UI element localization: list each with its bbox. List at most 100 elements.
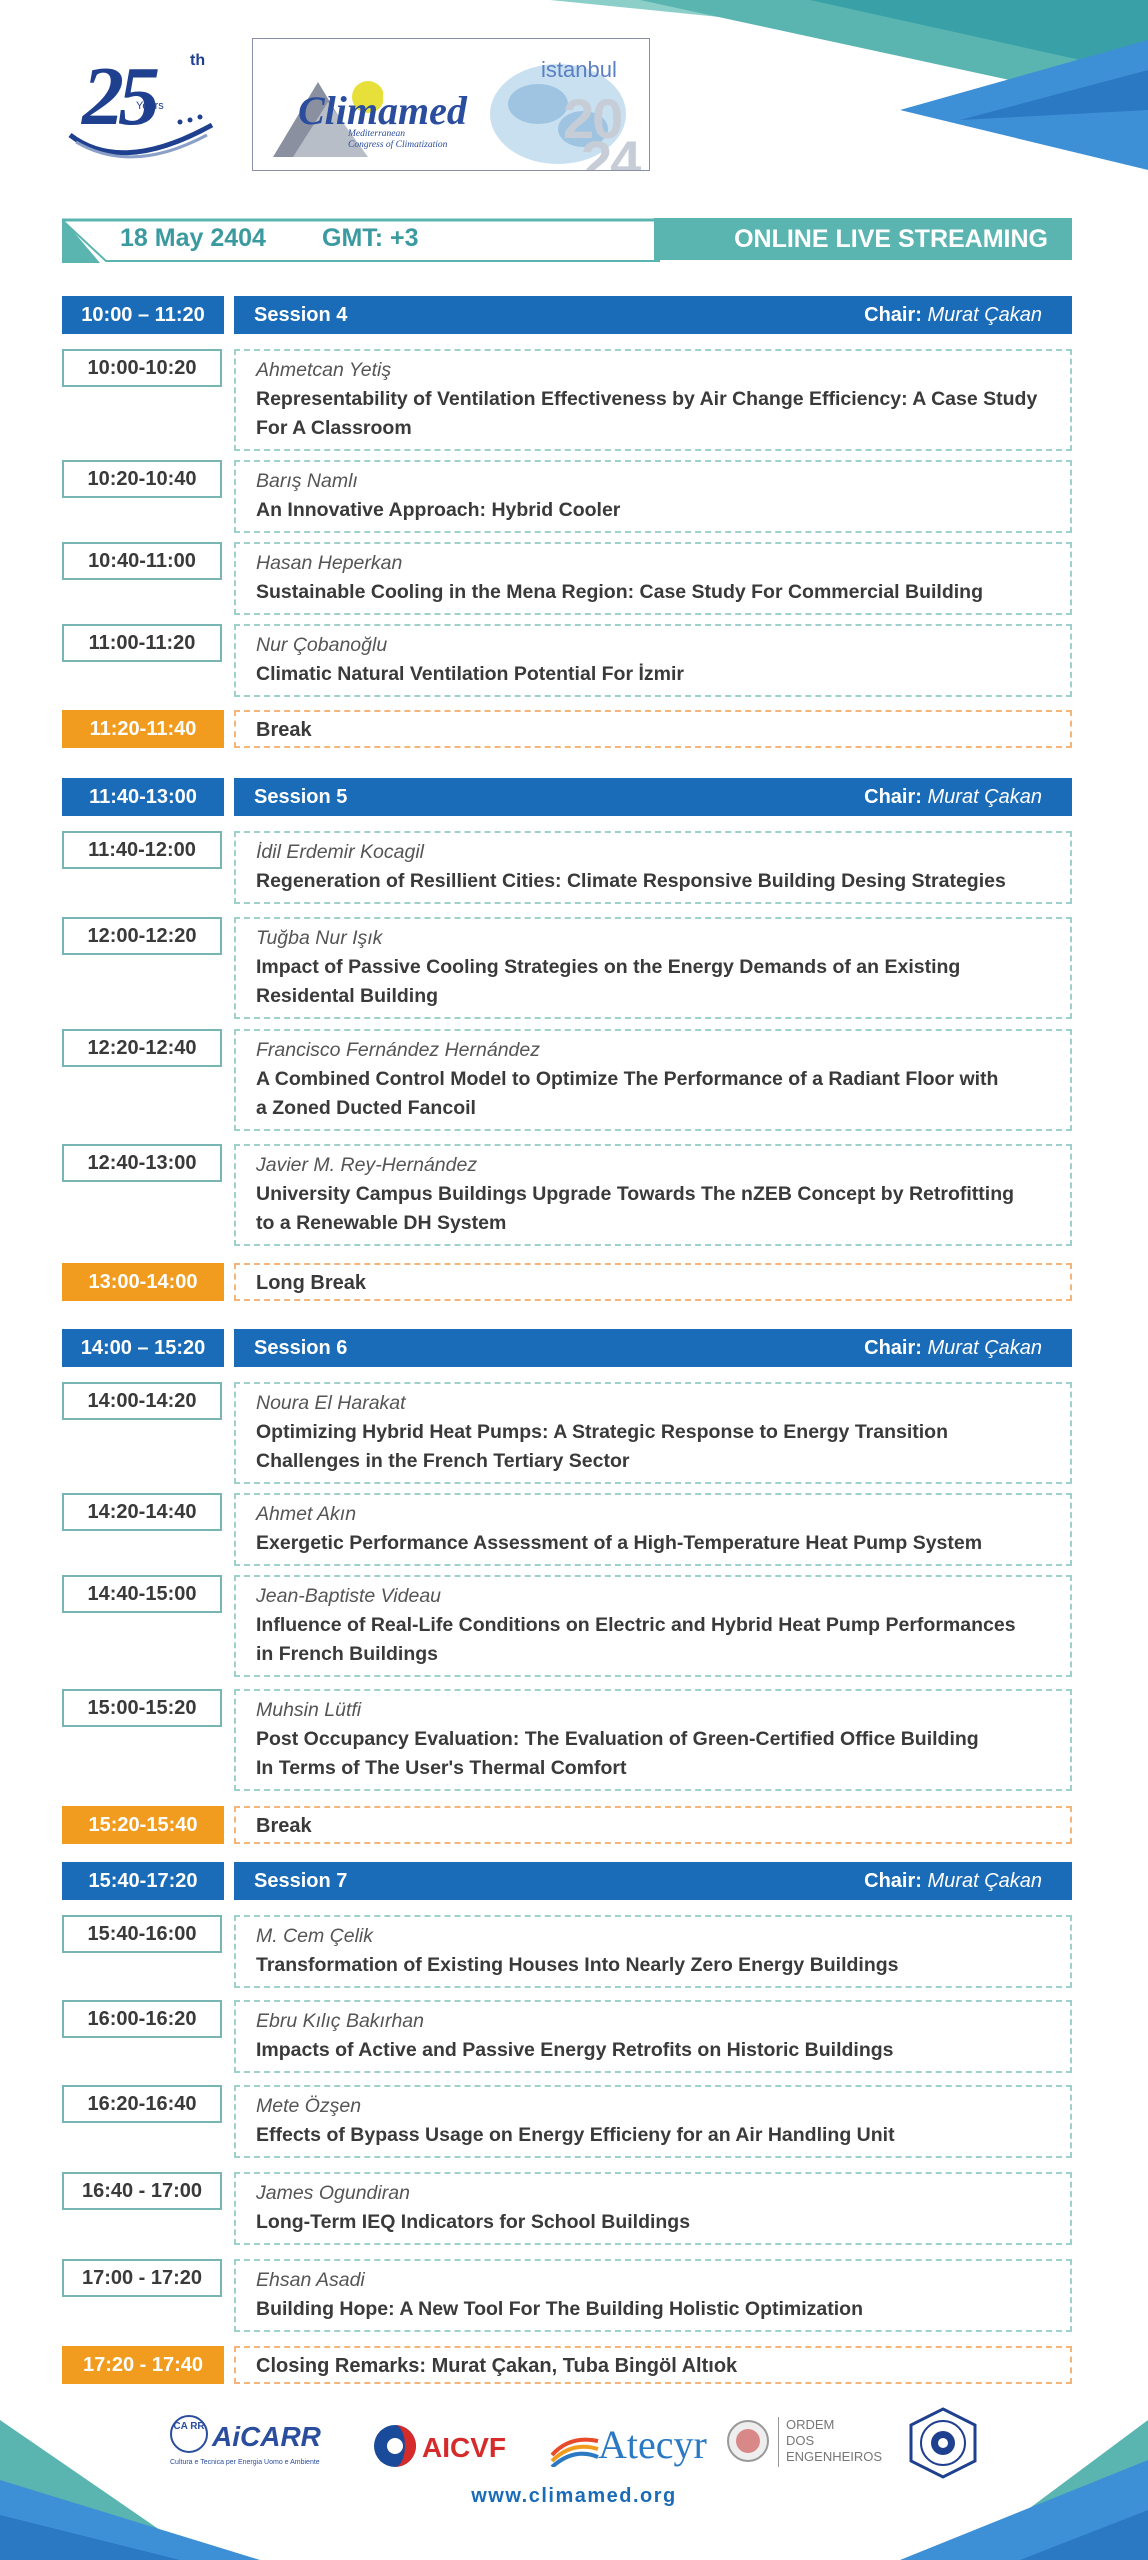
atecyr-logo: Atecyr (550, 2417, 710, 2473)
session-time: 10:00 – 11:20 (62, 296, 224, 334)
talk-author: İdil Erdemir Kocagil (256, 841, 424, 863)
anniversary-swoosh-icon (68, 114, 214, 159)
talk-time: 12:00-12:20 (62, 917, 222, 955)
talk-title: Exergetic Performance Assessment of a Hi… (256, 1532, 983, 1554)
society-emblem-icon (909, 2407, 977, 2479)
aicvf-logo: AICVF (372, 2423, 522, 2473)
break-label: Break (234, 710, 1072, 748)
bottom-left-decoration (0, 2420, 260, 2560)
ordem-engenheiros-logo: ORDEM DOS ENGENHEIROS (726, 2413, 886, 2473)
timezone: GMT: +3 (322, 224, 419, 252)
session-header-row: 14:00 – 15:20 Session 6 Chair: Murat Çak… (62, 1329, 1072, 1367)
closing-row: 17:20 - 17:40 Closing Remarks: Murat Çak… (62, 2346, 1072, 2384)
aicarr-tagline: Cultura e Tecnica per Energia Uomo e Amb… (170, 2459, 320, 2466)
brand-subtitle-line-2: Congress of Climatization (348, 140, 448, 150)
talk-time: 12:40-13:00 (62, 1144, 222, 1182)
anniversary-logo: 25 th Years (62, 40, 222, 165)
talk-author: Muhsin Lütfi (256, 1699, 362, 1721)
talk-title-continued: to a Renewable DH System (256, 1212, 507, 1234)
ordem-line-1: ORDEM (786, 2417, 835, 2432)
ordem-line-2: DOS (786, 2433, 815, 2448)
top-right-decoration (550, 0, 1148, 170)
aicarr-name: AiCARR (212, 2421, 321, 2452)
globe-map-icon (490, 64, 626, 164)
talk-box: Nur Çobanoğlu Climatic Natural Ventilati… (234, 624, 1072, 697)
chair-label: Chair: (864, 304, 922, 326)
aicvf-globe-icon (374, 2425, 416, 2467)
talk-time: 12:20-12:40 (62, 1029, 222, 1067)
talk-time: 16:40 - 17:00 (62, 2172, 222, 2210)
anniversary-suffix: th (190, 52, 206, 69)
talk-time: 16:20-16:40 (62, 2085, 222, 2123)
aicvf-name: AICVF (422, 2432, 506, 2463)
climamed-logo-box: Climamed Mediterranean Congress of Clima… (252, 38, 650, 171)
chair-label: Chair: (864, 786, 922, 808)
break-label: Break (234, 1806, 1072, 1844)
ordem-line-3: ENGENHEIROS (786, 2449, 883, 2464)
ordem-seal-icon (727, 2420, 769, 2462)
talk-author: Tuğba Nur Işık (256, 927, 383, 949)
talk-title-continued: in French Buildings (256, 1643, 439, 1665)
sponsor-logos: CA RR AiCARR Cultura e Tecnica per Energ… (0, 2405, 1148, 2485)
session-chair: Chair: Murat Çakan (864, 1870, 1042, 1893)
talk-time: 15:00-15:20 (62, 1689, 222, 1727)
talk-title: Impact of Passive Cooling Strategies on … (256, 956, 961, 978)
mountain-logo-icon (273, 81, 383, 157)
brand-subtitle: Mediterranean Congress of Climatization (348, 129, 447, 151)
talk-title-continued: Challenges in the French Tertiary Sector (256, 1450, 630, 1472)
session-name: Session 7 (254, 1870, 348, 1892)
session-header-row: 11:40-13:00 Session 5 Chair: Murat Çakan (62, 778, 1072, 816)
online-streaming-banner: ONLINE LIVE STREAMING (654, 218, 1072, 260)
talk-box: Hasan Heperkan Sustainable Cooling in th… (234, 542, 1072, 615)
anniversary-number: 25 (82, 50, 160, 143)
talk-time: 14:00-14:20 (62, 1382, 222, 1420)
talk-box: Jean-Baptiste Videau Influence of Real-L… (234, 1575, 1072, 1677)
chair-label: Chair: (864, 1870, 922, 1892)
talk-title-continued: In Terms of The User's Thermal Comfort (256, 1757, 627, 1779)
session-time: 11:40-13:00 (62, 778, 224, 816)
talk-box: Noura El Harakat Optimizing Hybrid Heat … (234, 1382, 1072, 1484)
session-chair: Chair: Murat Çakan (864, 304, 1042, 327)
talk-author: James Ogundiran (256, 2182, 410, 2204)
aicarr-logo: CA RR AiCARR Cultura e Tecnica per Energ… (170, 2415, 345, 2475)
event-year-bottom: 24 (581, 129, 641, 171)
session-bar: Session 7 Chair: Murat Çakan (234, 1862, 1072, 1900)
talk-title: Building Hope: A New Tool For The Buildi… (256, 2298, 863, 2320)
event-year: 20 24 (563, 87, 641, 171)
session-name: Session 4 (254, 304, 348, 326)
talk-time: 11:00-11:20 (62, 624, 222, 662)
talk-box: Ebru Kılıç Bakırhan Impacts of Active an… (234, 2000, 1072, 2073)
event-date: 18 May 2404 (120, 224, 266, 252)
talk-box: İdil Erdemir Kocagil Regeneration of Res… (234, 831, 1072, 904)
talk-box: Mete Özşen Effects of Bypass Usage on En… (234, 2085, 1072, 2158)
talk-title: Regeneration of Resillient Cities: Clima… (256, 870, 1006, 892)
talk-time: 10:20-10:40 (62, 460, 222, 498)
talk-title: University Campus Buildings Upgrade Towa… (256, 1183, 1015, 1205)
talk-time: 10:40-11:00 (62, 542, 222, 580)
talk-title: Representability of Ventilation Effectiv… (256, 388, 1038, 410)
date-bar-frame-icon (62, 218, 660, 263)
event-year-top: 20 (563, 87, 623, 150)
talk-title: Post Occupancy Evaluation: The Evaluatio… (256, 1728, 979, 1750)
bottom-right-decoration (900, 2420, 1148, 2560)
talk-box: Ahmet Akın Exergetic Performance Assessm… (234, 1493, 1072, 1566)
session-bar: Session 4 Chair: Murat Çakan (234, 296, 1072, 334)
chair-name: Murat Çakan (927, 786, 1043, 808)
talk-title: Impacts of Active and Passive Energy Ret… (256, 2039, 894, 2061)
atecyr-name: Atecyr (598, 2422, 707, 2467)
session-bar: Session 5 Chair: Murat Çakan (234, 778, 1072, 816)
talk-author: Ebru Kılıç Bakırhan (256, 2010, 424, 2032)
talk-box: Francisco Fernández Hernández A Combined… (234, 1029, 1072, 1131)
talk-box: Javier M. Rey-Hernández University Campu… (234, 1144, 1072, 1246)
session-header-row: 10:00 – 11:20 Session 4 Chair: Murat Çak… (62, 296, 1072, 334)
chair-label: Chair: (864, 1337, 922, 1359)
website-link[interactable]: www.climamed.org (471, 2485, 677, 2507)
talk-title: Climatic Natural Ventilation Potential F… (256, 663, 684, 685)
ordem-divider (778, 2417, 779, 2467)
talk-box: Barış Namlı An Innovative Approach: Hybr… (234, 460, 1072, 533)
break-row: 15:20-15:40 Break (62, 1806, 1072, 1844)
talk-time: 14:40-15:00 (62, 1575, 222, 1613)
talk-title-continued: For A Classroom (256, 417, 412, 439)
session-name: Session 6 (254, 1337, 348, 1359)
talk-author: Nur Çobanoğlu (256, 634, 388, 656)
